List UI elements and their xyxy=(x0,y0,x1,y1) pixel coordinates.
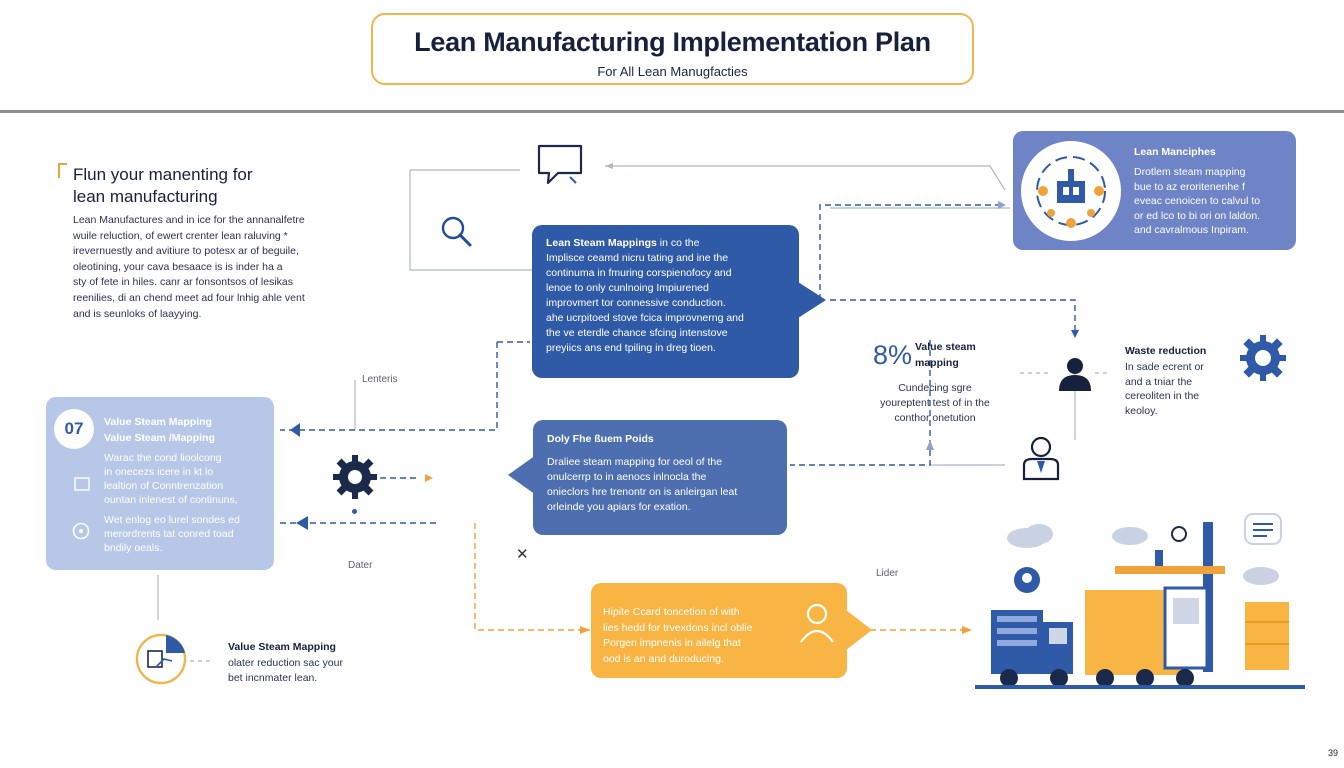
intro-heading: Flun your manenting for lean manufacturi… xyxy=(73,164,363,208)
waste-title: Waste reduction xyxy=(1125,345,1207,357)
waste-line: In sade ecrent or xyxy=(1125,361,1204,373)
left-card-line: bndily oeals. xyxy=(104,542,163,554)
support-user-icon xyxy=(1022,436,1060,481)
left-card-line: in onecezs icere in kt lo xyxy=(104,466,214,478)
left-card-line: lealtion of Conntrenzation xyxy=(104,480,224,492)
daily-points-card: Doly Fhe ßuem Poids Draliee steam mappin… xyxy=(533,420,787,535)
waste-line: cereoliten in the xyxy=(1125,390,1200,402)
orange-card-pointer xyxy=(846,610,872,650)
timer-icon xyxy=(135,633,187,685)
metric-label: Value steam xyxy=(915,341,976,353)
intro-line: reenilies, di an chend meet ad four lnhi… xyxy=(73,291,305,304)
bottom-left-body: olater reduction sac your bet incnmater … xyxy=(228,656,343,686)
intro-heading-line1: Flun your manenting for xyxy=(73,165,253,184)
connector-label: Dater xyxy=(348,560,373,571)
lean-manciphes-card: Lean Manciphes Drotlem steam mapping bue… xyxy=(1013,131,1296,250)
top-right-card-body: Drotlem steam mapping bue to az eroriten… xyxy=(1134,165,1294,238)
bottom-left-line: olater reduction sac your xyxy=(228,657,343,669)
user-icon xyxy=(1059,358,1091,391)
intro-line: Lean Manufactures and in ice for the ann… xyxy=(73,214,305,226)
top-right-card-line: eveac cenoicen to calvul to xyxy=(1134,195,1261,207)
orange-card-line: Porgen impnenis in ailelg that xyxy=(603,637,741,649)
connector-label: Lider xyxy=(876,568,899,579)
magnifier-icon xyxy=(441,216,472,247)
center-card-line: improvmert tor connessive conduction. xyxy=(546,297,726,309)
mid-card-pointer xyxy=(508,455,536,495)
mid-card-title: Doly Fhe ßuem Poids xyxy=(547,433,654,445)
worker-icon xyxy=(800,603,834,643)
close-icon: ✕ xyxy=(516,546,529,563)
metric-description: Cundecing sgre youreptent test of in the… xyxy=(860,381,1010,426)
orange-card-body: Hipite Ccard toncetion of with lies hedd… xyxy=(603,605,783,667)
intro-line: oleotining, your cava besaace is is inde… xyxy=(73,260,283,273)
intro-line: and is seunloks of laayying. xyxy=(73,307,202,320)
left-card-line: ountan inlenest of continuns, xyxy=(104,494,238,506)
metric-label: mapping xyxy=(915,357,959,369)
center-card-line: the ve eterdle chance sfcing intenstove xyxy=(546,327,728,339)
left-card-body-a: Warac the cond lioolcong in onecezs icer… xyxy=(104,451,270,507)
intro-body: Lean Manufactures and in ice for the ann… xyxy=(73,213,353,322)
left-card-line: Warac the cond lioolcong xyxy=(104,452,222,464)
intro-line: wuile reluction, of ewert crenter lean r… xyxy=(73,229,288,242)
orange-card-line: ood is an and duroducing. xyxy=(603,652,724,665)
orange-card: Hipite Ccard toncetion of with lies hedd… xyxy=(591,583,847,678)
center-card-title: Lean Steam Mappings xyxy=(546,237,657,249)
center-card-line: continuma in fmuring corspienofocy and xyxy=(546,267,732,279)
connector-label: Lenteris xyxy=(362,374,398,385)
left-card-line: Wet enlog eo lurel sondes ed xyxy=(104,514,240,526)
intro-line: irevernuestly and avitiure to potesx ar … xyxy=(73,245,299,258)
left-card-title: Value Steam Mapping xyxy=(104,416,212,428)
title-box: Lean Manufacturing Implementation Plan F… xyxy=(371,13,974,85)
center-card-pointer xyxy=(798,282,826,318)
mid-card-line: onulcerrp to in aenocs inlnocla the xyxy=(547,471,707,483)
lean-steam-mapping-card: Lean Steam Mappings in co the Implisce c… xyxy=(532,225,799,378)
metric-desc-line: Cundecing sgre xyxy=(898,382,972,394)
intro-heading-line2: lean manufacturing xyxy=(73,187,218,206)
chat-bubble-icon xyxy=(537,144,583,185)
page-title: Lean Manufacturing Implementation Plan xyxy=(414,27,931,57)
center-card-line: Implisce ceamd nicru tating and ine the xyxy=(546,252,729,264)
top-right-card-title: Lean Manciphes xyxy=(1134,146,1216,158)
bracket-mark xyxy=(58,163,67,178)
factory-gear-icon xyxy=(1021,141,1121,241)
step-number-badge: 07 xyxy=(54,409,94,449)
waste-line: and a tniar the xyxy=(1125,375,1193,388)
page-number: 39 xyxy=(1328,748,1339,758)
mid-card-line: orleinde you apiars for exation. xyxy=(547,501,691,513)
metric-value: 8% xyxy=(873,340,913,370)
top-right-card-line: Drotlem steam mapping xyxy=(1134,166,1246,178)
page-subtitle: For All Lean Manugfacties xyxy=(597,64,748,79)
top-right-card-line: and cavralmous Inpiram. xyxy=(1134,224,1249,236)
left-card-subtitle: Value Steam /Mapping xyxy=(104,432,215,444)
center-card-heading: Lean Steam Mappings in co the xyxy=(546,236,785,251)
header-divider xyxy=(0,110,1344,113)
metric-desc-line: youreptent test of in the xyxy=(880,397,990,409)
intro-line: sty of fete in hiles. canr ar fonsontsos… xyxy=(73,276,294,289)
left-card-body-b: Wet enlog eo lurel sondes ed merordrents… xyxy=(104,513,270,555)
mid-card-line: onieclors hre trenontr on is anleirgan l… xyxy=(547,486,738,498)
warehouse-illustration xyxy=(975,513,1305,689)
gear-icon xyxy=(333,455,377,499)
center-card-line: preyiics ans end tpiling in dreg tioen. xyxy=(546,342,716,354)
document-icon xyxy=(74,477,90,491)
settings-gear-icon xyxy=(1240,335,1286,381)
mid-card-line: Draliee steam mapping for oeol of the xyxy=(547,456,723,468)
connector-dot xyxy=(352,509,357,514)
bottom-left-title: Value Steam Mapping xyxy=(228,641,336,653)
value-steam-mapping-card: 07 Value Steam Mapping Value Steam /Mapp… xyxy=(46,397,274,570)
orange-card-line: lies hedd for trvexdons incl oblie xyxy=(603,621,753,634)
center-card-title-rest: in co the xyxy=(656,237,700,249)
center-card-line: ahe ucrpitoed stove fcica improvnerng an… xyxy=(546,312,744,324)
left-card-line: merordrents tat conred toad xyxy=(104,528,234,540)
waste-line: keoloy. xyxy=(1125,404,1158,417)
orange-card-line: Hipite Ccard toncetion of with xyxy=(603,606,740,618)
metric-desc-line: conthor onetution xyxy=(894,412,976,424)
top-right-card-line: bue to az eroritenenhe f xyxy=(1134,180,1245,193)
waste-body: In sade ecrent or and a tniar the cereol… xyxy=(1125,360,1235,418)
center-card-line: lenoe to only cunlnoing Impiurened xyxy=(546,282,709,294)
top-right-card-line: or ed lco to bi ori on laldon. xyxy=(1134,209,1261,222)
bottom-left-line: bet incnmater lean. xyxy=(228,672,318,684)
clock-icon xyxy=(72,522,90,540)
